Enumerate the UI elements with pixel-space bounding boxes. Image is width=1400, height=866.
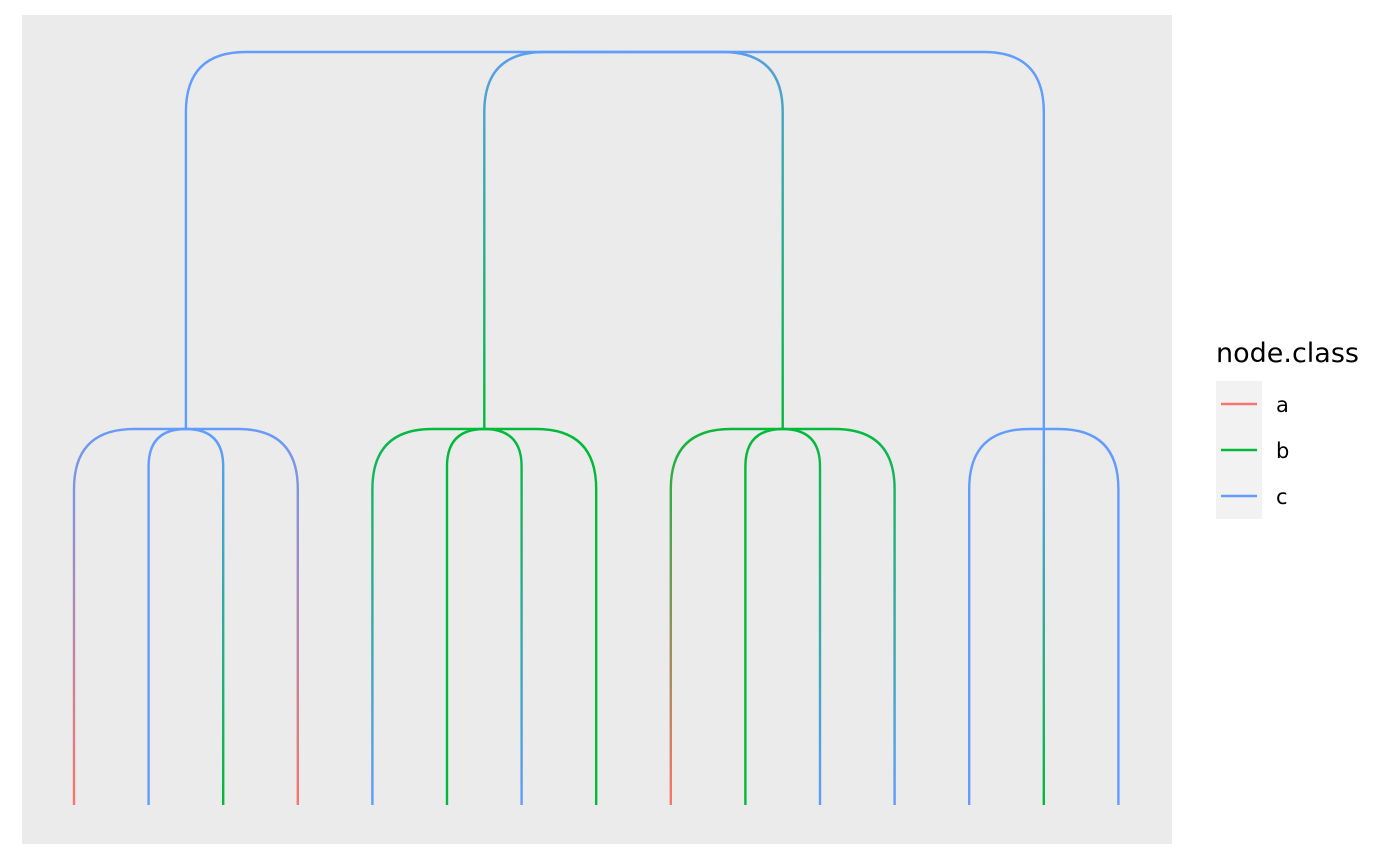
group-edge-2 [483,50,615,429]
leaf-edge-g1-2 [147,427,186,805]
leaf-edge-g1-1 [72,427,186,805]
leaf-edge-g2-1 [371,427,485,805]
legend-label-c: c [1276,485,1288,509]
leaf-edge-g1-4 [185,427,299,805]
legend: node.class a b c [1216,338,1359,519]
legend-label-b: b [1276,439,1289,463]
legend-item-b: b [1221,439,1289,463]
legend-label-a: a [1276,393,1289,417]
leaf-edge-g2-4 [484,427,598,805]
leaf-edge-g3-2 [744,427,783,805]
leaf-edge-g3-4 [782,427,896,805]
leaf-edge-g4-1 [968,427,1044,805]
leaf-edge-g4-3 [1043,427,1120,805]
legend-title: node.class [1216,338,1359,369]
group-edge-1 [184,50,615,429]
leaf-edge-g2-2 [445,427,485,805]
legend-item-a: a [1221,393,1289,417]
dendrogram-edges [72,50,1120,805]
leaf-edge-g3-1 [669,427,783,805]
group-edge-4 [614,50,1045,429]
legend-item-c: c [1221,485,1288,509]
